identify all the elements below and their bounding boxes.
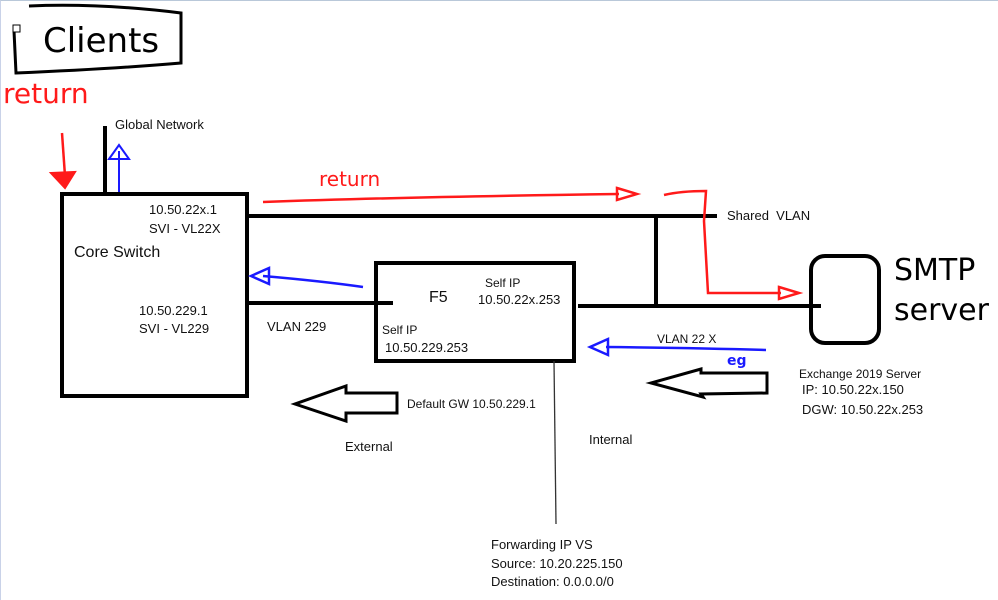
return-label-top: return <box>319 167 381 191</box>
core-switch-svi229-ip: 10.50.229.1 <box>139 303 208 318</box>
red-return-arrow-2-icon <box>777 285 804 301</box>
core-switch-box <box>60 192 249 398</box>
clients-label: Clients <box>43 21 160 61</box>
return-label-left: return <box>3 77 89 110</box>
red-return-path-2 <box>663 189 781 295</box>
external-label: External <box>345 439 393 454</box>
f5-self-ip-ext: 10.50.229.253 <box>385 340 469 355</box>
f5-box <box>374 261 576 363</box>
forwarding-vs-link <box>553 360 557 525</box>
red-down-arrow-icon <box>48 170 77 190</box>
external-hollow-arrow-icon <box>290 383 399 424</box>
red-return-path <box>262 192 620 204</box>
core-switch-title: Core Switch <box>74 244 161 261</box>
vlan229-label: VLAN 229 <box>267 319 327 334</box>
red-down-arrow-line <box>60 132 67 177</box>
core-switch-svi22x-ip: 10.50.22x.1 <box>149 202 217 217</box>
forwarding-title: Forwarding IP VS <box>491 537 593 552</box>
f5-self-ip-int: 10.50.22x.253 <box>478 292 561 307</box>
smtp-label-line2: server <box>894 293 989 328</box>
forwarding-source: Source: 10.20.225.150 <box>491 556 623 571</box>
internal-hollow-arrow-icon <box>645 367 769 400</box>
core-switch-svi22x-name: SVI - VL22X <box>149 221 221 236</box>
core-switch-svi229-name: SVI - VL229 <box>139 321 210 336</box>
blue-server-to-f5-path <box>605 345 767 352</box>
blue-f5-to-switch-arrow-icon <box>247 266 271 286</box>
shared-vlan-label: Shared VLAN <box>727 208 811 223</box>
exchange-ip: IP: 10.50.22x.150 <box>802 382 904 397</box>
exchange-dgw: DGW: 10.50.22x.253 <box>802 402 924 417</box>
smtp-label-line1: SMTP <box>894 253 976 288</box>
blue-up-arrow-icon <box>107 143 131 160</box>
f5-self-ip-ext-label: Self IP <box>382 323 418 337</box>
f5-title: F5 <box>429 289 448 306</box>
f5-self-ip-int-label: Self IP <box>485 276 521 290</box>
small-handle-icon <box>12 24 21 33</box>
blue-server-to-f5-arrow-icon <box>586 337 610 357</box>
forwarding-destination: Destination: 0.0.0.0/0 <box>491 574 614 589</box>
exchange-name: Exchange 2019 Server <box>799 367 922 381</box>
red-return-arrow-icon <box>615 186 642 202</box>
default-gw-label: Default GW 10.50.229.1 <box>407 397 536 411</box>
vlan22x-label: VLAN 22 X <box>657 332 717 346</box>
eg-label: eg <box>727 353 747 369</box>
internal-label: Internal <box>589 432 633 447</box>
global-network-label: Global Network <box>115 117 204 132</box>
blue-f5-to-switch-path <box>262 274 364 289</box>
smtp-server-box <box>809 254 881 345</box>
